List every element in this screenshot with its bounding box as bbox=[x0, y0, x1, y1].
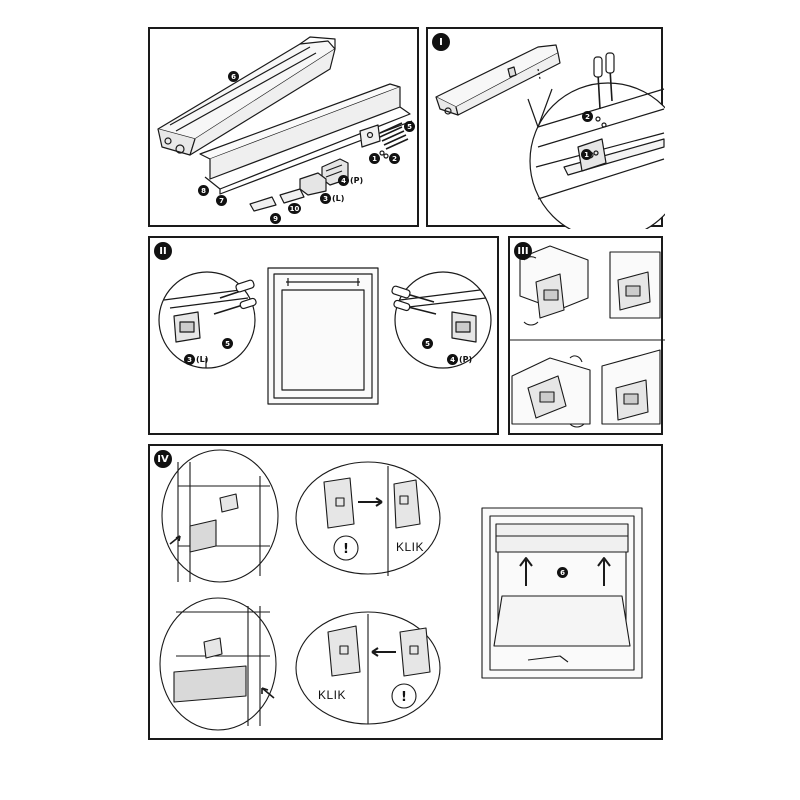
part-1-badge: 1 bbox=[369, 153, 380, 164]
step-ii-right-part-5-badge: 5 bbox=[422, 338, 433, 349]
step-i-part-2-badge: 2 bbox=[582, 111, 593, 122]
part-4-side-label: (P) bbox=[350, 176, 364, 185]
part-2-badge: 2 bbox=[389, 153, 400, 164]
step-ii-right-part-4-side: (P) bbox=[459, 355, 473, 364]
step-ii-left-part-5-badge: 5 bbox=[222, 338, 233, 349]
part-8-badge: 8 bbox=[198, 185, 209, 196]
step-iv-part-6-badge: 6 bbox=[557, 567, 568, 578]
step-ii-left-part-3-badge: 3 bbox=[184, 354, 195, 365]
parts-overview-panel: 6 8 7 9 10 3 (L) 4 (P) 1 2 5 bbox=[148, 27, 419, 227]
warning-icon-bottom: ! bbox=[401, 690, 407, 705]
part-5-badge: 5 bbox=[404, 121, 415, 132]
part-6-badge: 6 bbox=[228, 71, 239, 82]
step-iv-drawing bbox=[159, 449, 643, 731]
step-ii-panel: II 3 (L) 5 5 4 (P) bbox=[148, 236, 499, 435]
step-ii-drawing bbox=[158, 267, 492, 405]
part-3-badge: 3 bbox=[320, 193, 331, 204]
step-ii-left-part-3-side: (L) bbox=[196, 355, 209, 364]
step-iv-badge: IV bbox=[154, 450, 172, 468]
part-3-side-label: (L) bbox=[332, 194, 345, 203]
step-iii-badge: III bbox=[514, 242, 532, 260]
part-7-badge: 7 bbox=[216, 195, 227, 206]
klik-label-top: KLIK bbox=[396, 540, 425, 554]
part-10-badge: 10 bbox=[288, 203, 301, 214]
parts-overview-drawing bbox=[157, 36, 413, 212]
step-ii-right-part-4-badge: 4 bbox=[447, 354, 458, 365]
klik-label-bottom: KLIK bbox=[318, 688, 347, 702]
step-iv-panel: IV KLIK ! KLIK ! 6 bbox=[148, 444, 663, 740]
step-i-panel: I 1 2 bbox=[426, 27, 665, 229]
warning-icon-top: ! bbox=[343, 542, 349, 557]
step-iii-panel: III bbox=[508, 236, 665, 435]
part-4-badge: 4 bbox=[338, 175, 349, 186]
step-i-badge: I bbox=[432, 33, 450, 51]
step-ii-badge: II bbox=[154, 242, 172, 260]
step-iii-drawing bbox=[510, 245, 665, 428]
step-i-part-1-badge: 1 bbox=[581, 149, 592, 160]
step-i-drawing bbox=[435, 44, 665, 229]
part-9-badge: 9 bbox=[270, 213, 281, 224]
